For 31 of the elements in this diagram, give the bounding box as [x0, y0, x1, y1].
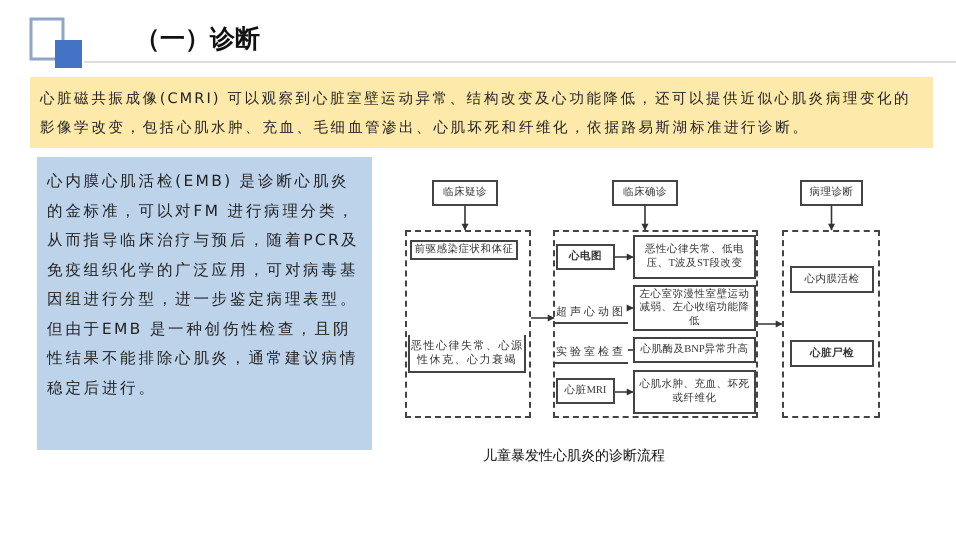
arrow [642, 206, 648, 231]
process-box: 临床疑诊 [432, 180, 498, 206]
arrow [615, 388, 634, 396]
connector-line [628, 349, 633, 351]
process-box: 恶性心律失常、心源性休克、心力衰竭 [408, 335, 526, 373]
process-box: 前驱感染症状和体征 [410, 240, 518, 260]
process-box: 心肌水肿、充血、坏死或纤维化 [633, 370, 756, 414]
process-box: 心脏MRI [556, 378, 615, 404]
arrow [758, 320, 783, 328]
process-box: 临床确诊 [612, 180, 678, 206]
arrow [462, 206, 468, 231]
arrow [531, 314, 555, 322]
underlined-label: 实验室检查 [554, 345, 628, 364]
process-box: 恶性心律失常、低电压、T波及ST段改变 [633, 235, 756, 279]
arrow [615, 254, 634, 260]
dashed-group-box [782, 230, 880, 418]
process-box: 左心室弥漫性室壁运动减弱、左心收缩功能降低 [633, 285, 756, 331]
process-box: 病理诊断 [800, 180, 863, 206]
process-box: 心脏尸检 [790, 340, 874, 367]
dashed-group-box [553, 230, 758, 418]
arrow [828, 206, 835, 231]
text-panel: 心内膜心肌活检(EMB) 是诊断心肌炎的金标准，可以对FM 进行病理分类，从而指导临床治疗与预后，随着PCR及免疫组织化学的广泛应用，可对病毒基因组进行分型，进一步鉴定病理表型。但由于EMB 是一种创伤性检查，且阴性结果不能排除心肌炎，通常建议病情稳定后进行。 [37, 157, 372, 450]
text-band: 心脏磁共振成像(CMRI) 可以观察到心脏室壁运动异常、结构改变及心功能降低，还可以提供近似心肌炎病理变化的影像学改变，包括心肌水肿、充血、毛细血管渗出、心肌坏死和纤维化，依据路易斯湖标准进行诊断。 [30, 77, 933, 148]
underlined-label: 超声心动图 [554, 305, 628, 324]
title: （一）诊断 [135, 23, 260, 55]
process-box: 心电图 [556, 244, 615, 270]
arrow [626, 304, 634, 312]
process-box: 心肌酶及BNP异常升高 [633, 337, 756, 363]
dashed-group-box [405, 230, 531, 418]
process-box: 心内膜活检 [790, 266, 874, 293]
caption: 儿童暴发性心肌炎的诊断流程 [483, 447, 665, 465]
